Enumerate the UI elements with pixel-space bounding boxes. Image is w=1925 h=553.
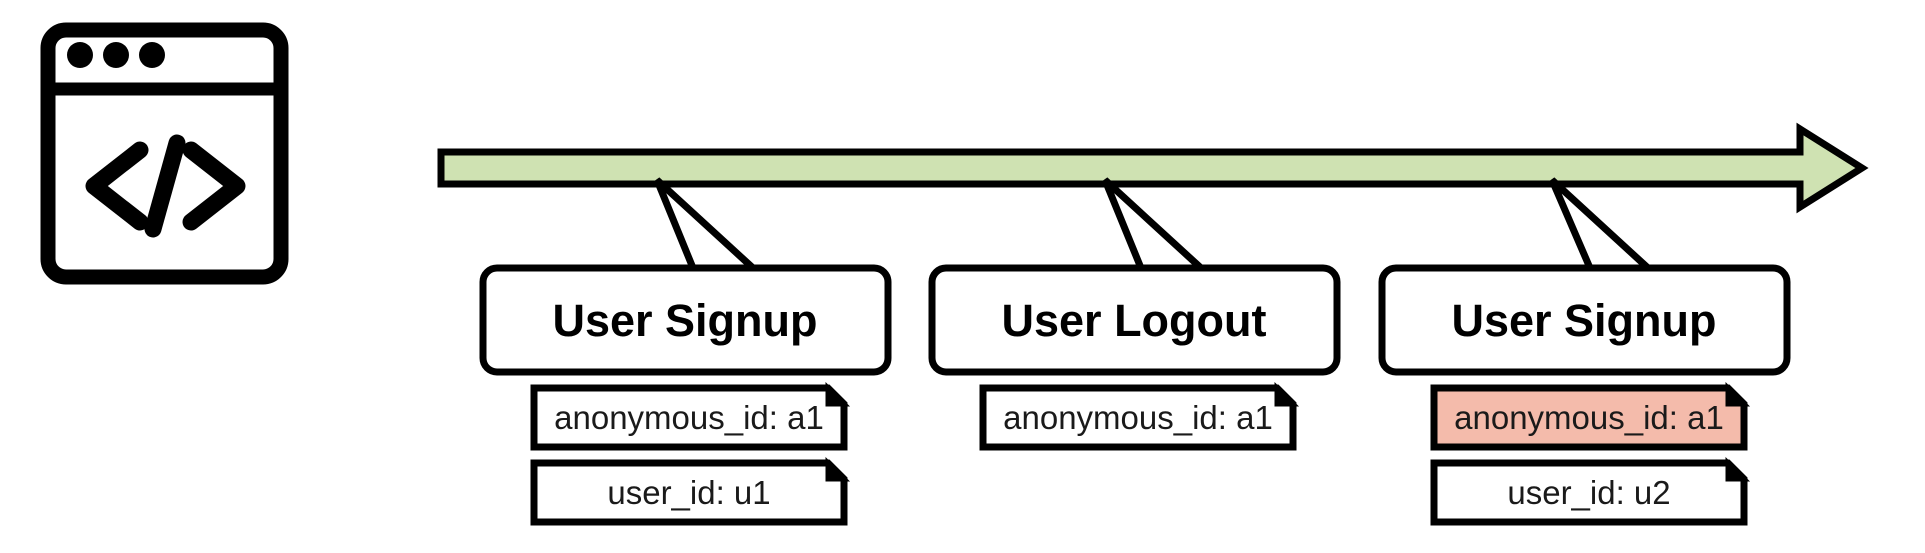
code-angle-right-icon bbox=[182, 141, 246, 231]
window-dot-1-icon bbox=[67, 42, 93, 68]
note-fold-corner-1-1-icon bbox=[825, 381, 851, 407]
event-card-3[interactable]: User Signup anonymous_id: a1 user_id: u2 bbox=[1378, 264, 1791, 526]
note-text-1-2: user_id: u1 bbox=[607, 474, 770, 511]
note-text-1-1: anonymous_id: a1 bbox=[554, 399, 824, 436]
note-body-1-1[interactable] bbox=[530, 384, 848, 451]
leader-line-event-3 bbox=[1548, 177, 1651, 271]
note-fold-corner-1-2-icon bbox=[825, 456, 851, 482]
event-3-property-note-2[interactable]: user_id: u2 bbox=[1430, 456, 1751, 526]
leader-line-event-2 bbox=[1101, 177, 1204, 271]
event-3-property-note-1[interactable]: anonymous_id: a1 bbox=[1430, 381, 1751, 451]
event-card-2[interactable]: User Logout anonymous_id: a1 bbox=[928, 264, 1341, 451]
event-timeline-arrow bbox=[437, 122, 1869, 214]
note-body-1-2[interactable] bbox=[530, 459, 848, 526]
note-text-3-1: anonymous_id: a1 bbox=[1454, 399, 1724, 436]
event-title-2: User Logout bbox=[1002, 295, 1267, 346]
event-box-1[interactable] bbox=[479, 264, 892, 376]
event-card-1[interactable]: User Signup anonymous_id: a1 user_id: u1 bbox=[479, 264, 892, 526]
code-slash-icon bbox=[144, 134, 186, 238]
note-fold-corner-3-2-icon bbox=[1725, 456, 1751, 482]
note-body-3-2[interactable] bbox=[1430, 459, 1748, 526]
event-box-2[interactable] bbox=[928, 264, 1341, 376]
note-body-3-1[interactable] bbox=[1430, 384, 1748, 451]
event-2-property-note-1[interactable]: anonymous_id: a1 bbox=[979, 381, 1300, 451]
window-dot-2-icon bbox=[103, 42, 129, 68]
timeline-arrow-shape bbox=[437, 122, 1869, 214]
note-body-2-1[interactable] bbox=[979, 384, 1297, 451]
note-fold-corner-3-1-icon bbox=[1725, 381, 1751, 407]
event-1-property-note-2[interactable]: user_id: u1 bbox=[530, 456, 851, 526]
note-fold-corner-2-1-icon bbox=[1274, 381, 1300, 407]
note-text-2-1: anonymous_id: a1 bbox=[1003, 399, 1273, 436]
leader-line-event-1 bbox=[653, 177, 756, 271]
code-window-icon bbox=[40, 22, 289, 285]
event-1-property-note-1[interactable]: anonymous_id: a1 bbox=[530, 381, 851, 451]
event-box-3[interactable] bbox=[1378, 264, 1791, 376]
window-dot-3-icon bbox=[139, 42, 165, 68]
leader-lines bbox=[653, 177, 1651, 271]
event-title-1: User Signup bbox=[552, 295, 817, 346]
note-text-3-2: user_id: u2 bbox=[1507, 474, 1670, 511]
code-angle-left-icon bbox=[85, 141, 149, 231]
event-title-3: User Signup bbox=[1451, 295, 1716, 346]
